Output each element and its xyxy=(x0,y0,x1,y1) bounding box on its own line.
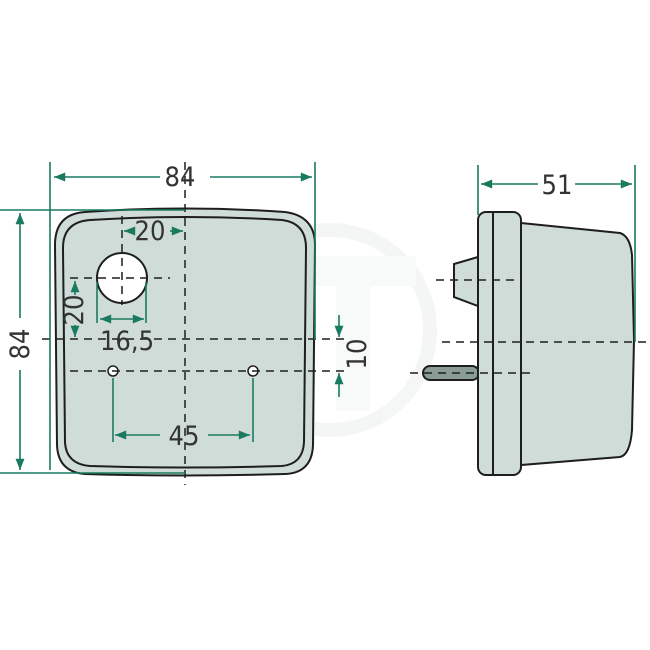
width-dimension-label: 84 xyxy=(165,162,196,193)
centerlines-front xyxy=(42,162,348,485)
flange xyxy=(477,211,522,476)
mount-offset-label: 10 xyxy=(342,339,373,370)
hole-offset-x-label: 20 xyxy=(135,216,166,247)
dimensions-side xyxy=(477,165,636,342)
lens-border xyxy=(61,216,308,469)
height-dimension-label: 84 xyxy=(5,329,36,360)
hole-offset-y-label: 20 xyxy=(59,295,90,326)
depth-dimension-label: 51 xyxy=(542,170,573,201)
centerlines-side xyxy=(410,279,648,374)
hole-diameter-label: 16,5 xyxy=(100,326,154,357)
side-view xyxy=(422,211,636,476)
dimensions-front xyxy=(0,162,344,474)
mounting-nub xyxy=(453,255,479,308)
mount-spacing-label: 45 xyxy=(169,421,200,452)
rear-housing xyxy=(520,221,636,467)
